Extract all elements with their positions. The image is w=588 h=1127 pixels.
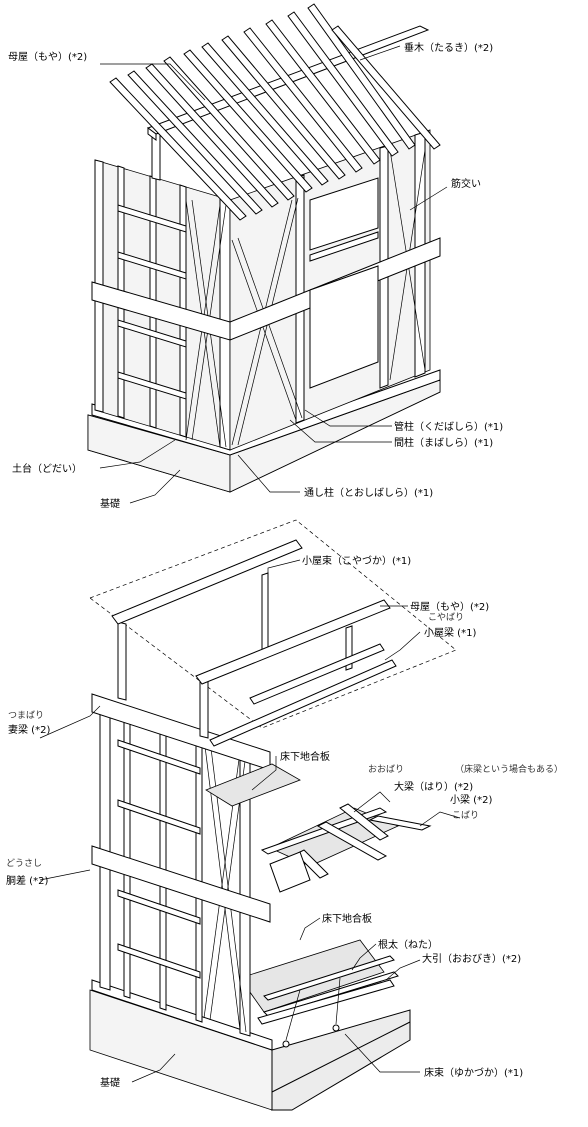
bottom-foundation: [89, 979, 411, 1111]
label-oobiki: 大引（おおびき）(*2): [422, 952, 521, 965]
roof-level-framing: [111, 539, 397, 747]
second-floor-framing: [205, 763, 432, 893]
top-leaders: [99, 45, 448, 504]
label-mabashira: 間柱（まばしら）(*1): [394, 436, 493, 449]
label-yukashita-1f: 床下地合板: [322, 912, 372, 925]
label-tsumabari: 妻梁 (*2): [8, 723, 50, 736]
ruby-dousashi: どうさし: [6, 858, 42, 869]
label-kiso-bottom: 基礎: [100, 1076, 120, 1089]
bottom-figure: 小屋束（こやづか）(*1) 母屋（もや）(*2) こやばり 小屋梁 (*1) つ…: [6, 519, 563, 1111]
top-figure: 母屋（もや）(*2) 垂木（たるき）(*2) 筋交い 管柱（くだばしら）(*1)…: [8, 3, 503, 510]
label-koyabari: 小屋梁 (*1): [424, 626, 476, 639]
label-kiso-top: 基礎: [100, 497, 120, 510]
ruby-tsumabari: つまばり: [8, 710, 44, 721]
ruby-kobari: こばり: [452, 810, 479, 821]
label-dodai: 土台（どだい）: [12, 462, 82, 475]
label-moya-bottom: 母屋（もや）(*2): [410, 601, 489, 613]
label-neda: 根太（ねた）: [378, 938, 438, 951]
label-oobari: 大梁（はり）(*2): [394, 780, 473, 793]
top-left-wall: [91, 159, 231, 451]
ruby-koyabari: こやばり: [428, 612, 464, 623]
label-koyazuka: 小屋束（こやづか）(*1): [302, 555, 411, 567]
label-taruki: 垂木（たるき）(*2): [404, 42, 493, 54]
label-moya-top: 母屋（もや）(*2): [8, 51, 87, 63]
top-rafters: [109, 3, 441, 221]
label-kudabashira: 管柱（くだばしら）(*1): [394, 420, 503, 433]
bottom-left-wall: [91, 693, 271, 1037]
label-kobari: 小梁 (*2): [450, 793, 492, 806]
label-sujikai: 筋交い: [451, 177, 481, 190]
bottom-leaders: [39, 559, 461, 1083]
top-right-wall: [229, 129, 441, 451]
note-oobari: （床梁という場合もある）: [455, 763, 563, 775]
ground-floor-framing: [239, 939, 399, 1048]
label-yukazuka: 床束（ゆかづか）(*1): [424, 1066, 523, 1079]
label-yukashita-2f: 床下地合板: [280, 750, 330, 763]
label-dousashi: 胴差 (*2): [6, 874, 48, 887]
label-toshibashira: 通し柱（とおしばしら）(*1): [304, 486, 433, 499]
ruby-oobari: おおばり: [368, 764, 404, 775]
